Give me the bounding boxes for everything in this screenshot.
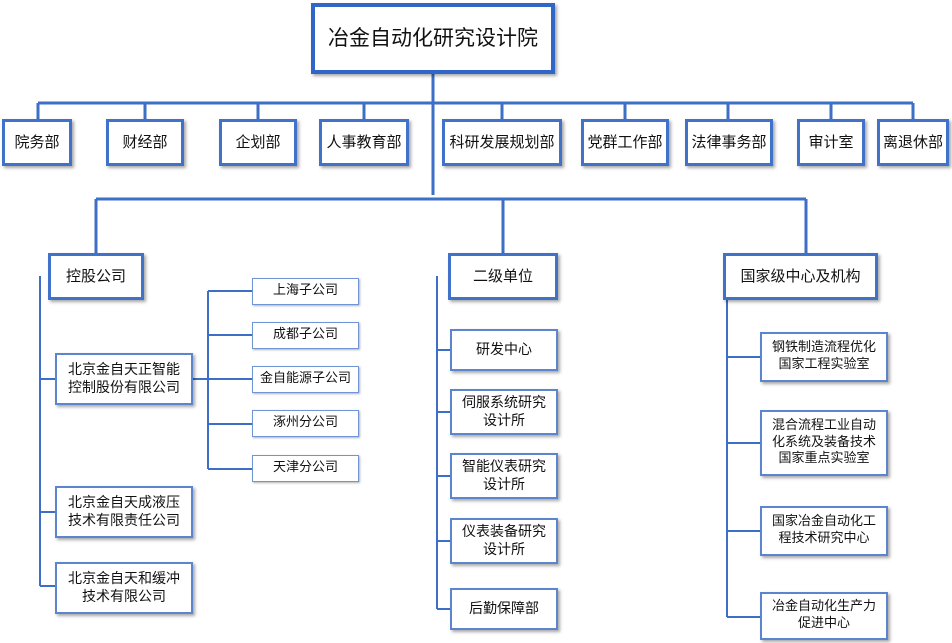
root-node: 冶金自动化研究设计院 — [311, 3, 555, 74]
subsidiary-node: 上海子公司 — [252, 278, 359, 305]
center-label: 冶金自动化生产力 促进中心 — [771, 599, 876, 631]
secondary-group-header: 二级单位 — [448, 253, 558, 300]
secondary-unit-node: 智能仪表研究 设计所 — [450, 453, 558, 499]
holding-group-header: 控股公司 — [48, 253, 144, 300]
dept-node: 企划部 — [219, 119, 297, 166]
dept-node: 离退休部 — [877, 119, 949, 166]
company-label: 北京金自天正智能 控制股份有限公司 — [68, 361, 180, 396]
national-center-node: 钢铁制造流程优化 国家工程实验室 — [760, 332, 888, 382]
dept-node: 审计室 — [797, 119, 865, 166]
dept-label: 审计室 — [808, 132, 854, 151]
dept-node: 科研发展规划部 — [442, 119, 562, 166]
dept-node: 院务部 — [2, 119, 72, 166]
dept-label: 离退休部 — [882, 132, 943, 151]
unit-label: 研发中心 — [476, 341, 532, 358]
dept-label: 财经部 — [122, 132, 168, 151]
unit-label: 仪表装备研究 设计所 — [462, 523, 546, 558]
dept-label: 科研发展规划部 — [449, 132, 555, 151]
unit-label: 伺服系统研究 设计所 — [462, 394, 546, 429]
center-label: 国家冶金自动化工 程技术研究中心 — [771, 514, 876, 546]
national-group-header: 国家级中心及机构 — [723, 253, 878, 300]
subsidiary-label: 涿州分公司 — [272, 415, 338, 431]
dept-label: 院务部 — [14, 132, 60, 151]
subsidiary-node: 成都子公司 — [252, 322, 359, 349]
subsidiary-label: 天津分公司 — [272, 460, 338, 476]
secondary-unit-node: 仪表装备研究 设计所 — [450, 518, 558, 564]
dept-label: 人事教育部 — [326, 132, 402, 151]
dept-node: 法律事务部 — [685, 119, 773, 166]
holding-title: 控股公司 — [65, 266, 126, 285]
dept-node: 党群工作部 — [581, 119, 669, 166]
dept-node: 财经部 — [106, 119, 184, 166]
subsidiary-node: 涿州分公司 — [252, 410, 359, 437]
subsidiary-node: 金自能源子公司 — [252, 366, 359, 393]
unit-label: 后勤保障部 — [469, 600, 539, 617]
secondary-unit-node: 研发中心 — [450, 329, 558, 371]
subsidiary-label: 金自能源子公司 — [259, 371, 351, 387]
national-title: 国家级中心及机构 — [740, 266, 861, 285]
subsidiary-node: 天津分公司 — [252, 455, 359, 482]
national-center-node: 混合流程工业自动 化系统及装备技术 国家重点实验室 — [760, 410, 888, 476]
secondary-unit-node: 伺服系统研究 设计所 — [450, 389, 558, 435]
company-label: 北京金自天成液压 技术有限责任公司 — [68, 494, 180, 529]
root-label: 冶金自动化研究设计院 — [328, 25, 538, 50]
holding-company-node: 北京金自天成液压 技术有限责任公司 — [55, 486, 193, 538]
dept-label: 企划部 — [235, 132, 281, 151]
dept-node: 人事教育部 — [319, 119, 409, 166]
unit-label: 智能仪表研究 设计所 — [462, 458, 546, 493]
national-center-node: 冶金自动化生产力 促进中心 — [760, 592, 888, 640]
national-center-node: 国家冶金自动化工 程技术研究中心 — [760, 506, 888, 556]
secondary-unit-node: 后勤保障部 — [450, 588, 558, 630]
center-label: 混合流程工业自动 化系统及装备技术 国家重点实验室 — [771, 417, 876, 467]
center-label: 钢铁制造流程优化 国家工程实验室 — [771, 340, 876, 372]
secondary-title: 二级单位 — [472, 266, 533, 285]
dept-label: 法律事务部 — [691, 132, 767, 151]
holding-company-node: 北京金自天和缓冲 技术有限公司 — [55, 562, 193, 614]
subsidiary-label: 成都子公司 — [272, 327, 338, 343]
dept-label: 党群工作部 — [587, 132, 663, 151]
subsidiary-label: 上海子公司 — [272, 283, 338, 299]
holding-company-node: 北京金自天正智能 控制股份有限公司 — [55, 353, 193, 405]
company-label: 北京金自天和缓冲 技术有限公司 — [68, 570, 180, 605]
